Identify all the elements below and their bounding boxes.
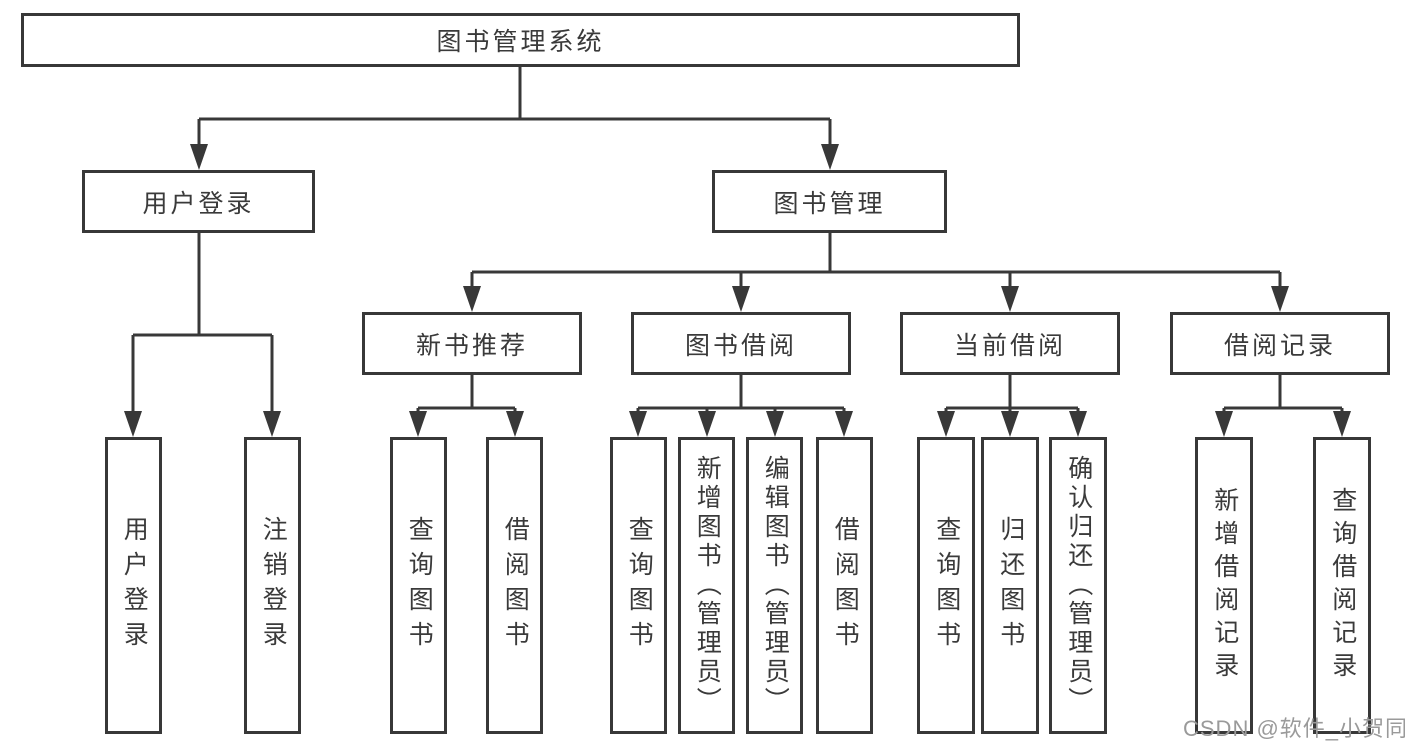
node-user-login: 用户登录 [82, 170, 315, 233]
watermark-csdn: CSDN @软件_小贺同学 [1183, 716, 1405, 741]
node-label: 图书管理 [773, 189, 886, 218]
node-book-management: 图书管理 [712, 170, 947, 233]
node-label: 图书管理系统 [436, 28, 605, 56]
node-leaf-borrow-books-newrec: 借阅图书 [486, 437, 543, 734]
node-label: 新增借阅记录 [1210, 486, 1239, 685]
node-leaf-return-books: 归还图书 [981, 437, 1039, 734]
node-current-borrowing: 当前借阅 [900, 312, 1120, 375]
node-leaf-query-books-newrec: 查询图书 [390, 437, 447, 734]
node-label: 新书推荐 [415, 331, 528, 360]
node-label: 图书借阅 [684, 331, 797, 360]
node-leaf-confirm-return-admin: 确认归还（管理员） [1049, 437, 1107, 734]
node-leaf-add-borrow-record: 新增借阅记录 [1195, 437, 1253, 734]
node-label: 用户登录 [142, 189, 255, 218]
node-label: 查询借阅记录 [1328, 486, 1357, 685]
node-leaf-query-books-current: 查询图书 [917, 437, 975, 734]
node-leaf-query-borrow-record: 查询借阅记录 [1313, 437, 1371, 734]
node-label: 新增图书（管理员） [693, 455, 722, 716]
node-leaf-add-books-admin: 新增图书（管理员） [678, 437, 735, 734]
node-label: 确认归还（管理员） [1064, 455, 1093, 716]
node-label: 查询图书 [932, 515, 961, 656]
node-label: 查询图书 [405, 515, 434, 656]
node-new-book-recommend: 新书推荐 [362, 312, 582, 375]
node-label: 借阅图书 [501, 515, 530, 656]
node-label: 归还图书 [996, 515, 1025, 656]
node-leaf-query-books-borrowing: 查询图书 [610, 437, 667, 734]
node-label: 编辑图书（管理员） [761, 455, 790, 716]
node-label: 借阅图书 [831, 515, 860, 656]
node-leaf-borrow-books-borrowing: 借阅图书 [816, 437, 873, 734]
node-borrowing-records: 借阅记录 [1170, 312, 1390, 375]
node-label: 注销登录 [259, 515, 288, 656]
spine-lines [133, 67, 1342, 410]
node-leaf-logout: 注销登录 [244, 437, 301, 734]
arrow-heads [124, 144, 1351, 437]
node-label: 用户登录 [120, 515, 149, 656]
node-leaf-edit-books-admin: 编辑图书（管理员） [746, 437, 803, 734]
node-library-management-system: 图书管理系统 [21, 13, 1020, 67]
node-book-borrowing: 图书借阅 [631, 312, 851, 375]
node-label: 查询图书 [625, 515, 654, 656]
node-label: 借阅记录 [1223, 331, 1336, 360]
node-leaf-user-login: 用户登录 [105, 437, 162, 734]
node-label: 当前借阅 [953, 331, 1066, 360]
